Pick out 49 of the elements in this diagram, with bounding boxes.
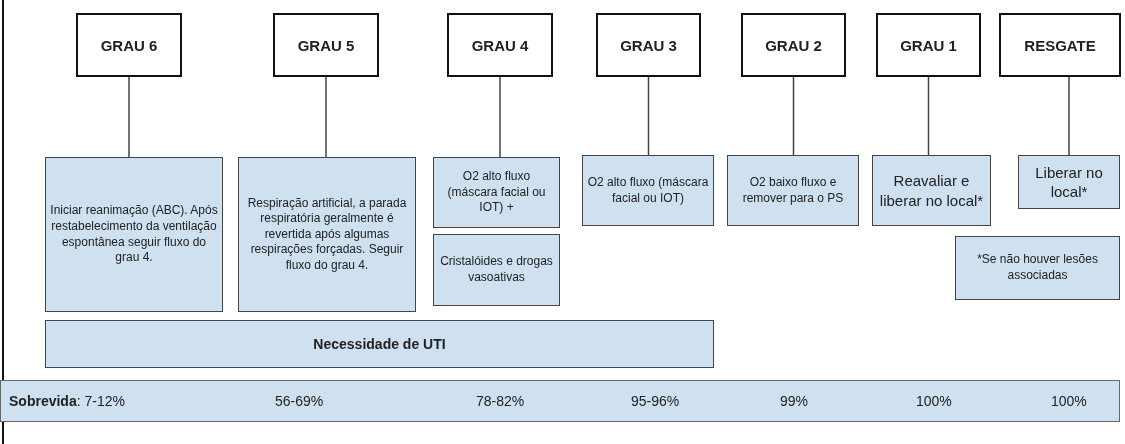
connector-line [325,76,327,158]
connector-line [647,76,650,156]
survival-rate: 100% [1051,393,1087,409]
connector-line [792,76,795,156]
info-box [433,234,560,306]
grade-box [596,13,701,77]
grade-box [876,13,981,77]
box-text: Liberar no local* [1034,162,1104,202]
info-box [238,157,416,312]
grade-box [741,13,846,77]
survival-rate: 95-96% [631,393,680,409]
info-box [582,155,714,226]
info-box [45,157,223,312]
box-text: *Se não houver lesões associadas [976,252,1099,284]
grade-box [273,13,379,77]
survival-rate: 78-82% [476,393,525,409]
survival-rate: 100% [916,393,952,409]
survival-band [0,380,1120,422]
box-text: GRAU 3 [620,36,677,54]
box-text: GRAU 2 [765,36,822,54]
box-text: GRAU 4 [471,36,529,54]
box-text: O2 alto fluxo (máscara facial ou IOT) [587,174,709,207]
info-box [1018,155,1120,209]
box-text: Reavaliar e liberar no local* [878,171,985,210]
connector-line [1068,76,1070,156]
box-text: Respiração artificial, a parada respiratória geralmente é revertida após algumas respirações forçadas. Seguir fluxo do grau 4. [246,195,408,274]
grade-box [76,13,182,77]
box-text: GRAU 5 [297,36,355,54]
grade-box [999,13,1121,77]
info-box [955,236,1120,300]
survival-rate: 99% [780,393,809,409]
box-text: Iniciar reanimação (ABC). Após restabelecimento da ventilação espontânea seguir fluxo do grau 4. [50,203,218,266]
info-box [872,155,991,226]
box-text: O2 baixo fluxo e remover para o PS [741,174,845,207]
survival-rate: Sobrevida: 7-12% [9,393,125,409]
info-box [433,157,560,228]
grade-box [447,13,553,77]
box-text: GRAU 1 [900,36,957,54]
survival-rate: 56-69% [275,393,324,409]
box-text: O2 alto fluxo (máscara facial ou IOT) + [446,169,547,216]
connector-line [499,76,501,158]
box-text: Necessidade de UTI [313,336,446,352]
uti-band [45,320,714,368]
connector-line [927,76,930,156]
box-text: RESGATE [1024,36,1096,54]
info-box [727,155,859,226]
connector-line [128,76,130,158]
box-text: GRAU 6 [100,36,158,54]
box-text: Cristalóides e drogas vasoativas [439,254,554,286]
